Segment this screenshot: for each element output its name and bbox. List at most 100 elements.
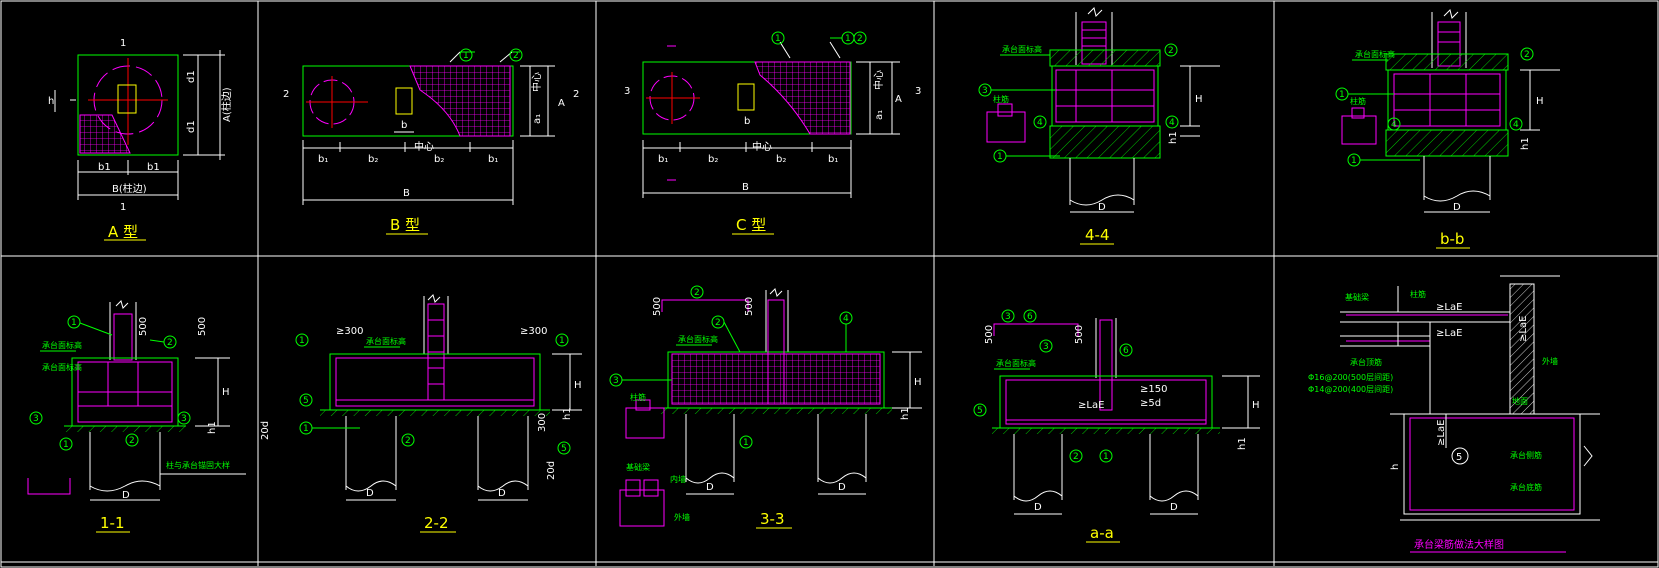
a-a-eq: A(柱边) [220, 87, 233, 122]
c-a1: a₁ [874, 110, 885, 120]
s22-c5b: 5 [561, 444, 567, 454]
det-5: 5 [1456, 452, 1462, 463]
s11-500a: 500 [138, 317, 149, 336]
s11-h1: h1 [207, 421, 218, 434]
b-center: 中心 [414, 140, 434, 153]
saa-c6b: 6 [1123, 346, 1129, 356]
det-floor: 地面 [1512, 396, 1528, 406]
b-b1-r: b₁ [488, 154, 498, 165]
saa-D-l: D [1034, 502, 1042, 513]
s44-D: D [1098, 202, 1106, 213]
s33-H: H [914, 377, 922, 388]
s22-H: H [574, 380, 582, 391]
title-b-b: b-b [1440, 230, 1464, 248]
s33-c3: 3 [613, 376, 619, 386]
s44-c3: 3 [982, 86, 988, 96]
a-h: h [48, 96, 54, 107]
a-d1-bot: d1 [186, 120, 197, 133]
det-lae-2: ≥LaE [1436, 328, 1462, 339]
saa-500b: 500 [1074, 325, 1085, 344]
s44-c4b: 4 [1169, 118, 1175, 128]
sbb-colbar: 柱筋 [1350, 96, 1366, 106]
s11-topbar: 承台面标高 [42, 340, 82, 350]
s44-H: H [1195, 94, 1203, 105]
panel-sec-2-2: D D H h1 承台面标高 ≥300 ≥300 1 1 5 1 2 5 20d… [260, 294, 582, 533]
s11-chain: 柱与承台锚固大样 [166, 460, 230, 470]
b-b2-r: b₂ [434, 154, 444, 165]
a-b-eq: B(柱边) [112, 182, 147, 195]
s22-20dr: 20d [546, 461, 557, 480]
s33-inner: 内墙 [670, 474, 686, 484]
s33-500b: 500 [744, 297, 755, 316]
b-b2-l: b₂ [368, 154, 378, 165]
saa-c3a: 3 [1005, 312, 1011, 322]
s33-500a: 500 [652, 297, 663, 316]
c-c1: 1 [775, 34, 781, 44]
s33-h1: h1 [900, 407, 911, 420]
s33-beambar: 基础梁 [626, 462, 650, 472]
b-b1-l: b₁ [318, 154, 328, 165]
title-3-3: 3-3 [760, 510, 785, 528]
sbb-h1: h1 [1520, 137, 1531, 150]
s44-c1: 1 [997, 152, 1003, 162]
det-side: 承台侧筋 [1510, 450, 1542, 460]
det-note1: Φ16@200(500层间距) [1308, 373, 1393, 382]
b-a1: a₁ [532, 114, 543, 124]
s33-colbar: 柱筋 [630, 392, 646, 402]
sbb-H: H [1536, 96, 1544, 107]
det-bot: 承台底筋 [1510, 482, 1542, 492]
a-sec-top: 1 [120, 38, 126, 49]
c-b2-r: b₂ [776, 154, 786, 165]
title-2-2: 2-2 [424, 514, 449, 532]
s22-c1b: 1 [559, 336, 565, 346]
s44-colbar: 柱筋 [993, 94, 1009, 104]
panel-sec-3-3: D D H h1 承台面标高 2 2 4 3 1 500 500 柱筋 基础梁 … [609, 285, 922, 529]
panel-detail: 5 ≥LaE ≥LaE ≥LaE ≥LaE h 柱筋 基础梁 承台顶筋 Φ16@… [1308, 275, 1600, 553]
panel-sec-b-b: D H h1 承台面标高 2 1 4 4 1 柱筋 b-b [1335, 9, 1560, 249]
title-1-1: 1-1 [100, 514, 125, 532]
title-b-type: B 型 [390, 216, 420, 234]
s22-20d: 20d [260, 421, 271, 440]
s44-h1: h1 [1168, 131, 1179, 144]
title-a-a: a-a [1090, 524, 1114, 542]
c-c1b: 1 [845, 34, 851, 44]
a-b1-left: b1 [98, 162, 111, 173]
s22-300l: ≥300 [336, 326, 363, 337]
s11-D: D [122, 490, 130, 501]
title-c-type: C 型 [736, 216, 766, 234]
s33-wall: 外墙 [674, 512, 690, 522]
det-note2: Φ14@200(400层间距) [1308, 385, 1393, 394]
panel-a-type: 1 1 h b1 b1 B(柱边) d1 d1 A(柱边) A 型 [48, 38, 233, 241]
title-detail: 承台梁筋做法大样图 [1414, 538, 1504, 551]
c-b1-r: b₁ [828, 154, 838, 165]
s22-300v: 300 [537, 413, 548, 432]
c-B: B [742, 182, 749, 193]
sbb-c1b: 1 [1351, 156, 1357, 166]
b-b: b [401, 120, 407, 131]
sbb-c4b: 4 [1513, 120, 1519, 130]
s11-c2b: 2 [129, 436, 135, 446]
c-sec-r: 3 [915, 86, 921, 97]
a-sec-bot: 1 [120, 202, 126, 213]
s11-c2a: 2 [167, 338, 173, 348]
s33-D-r: D [838, 482, 846, 493]
c-b2-l: b₂ [708, 154, 718, 165]
saa-topbar: 承台面标高 [996, 358, 1036, 368]
s11-topbar2: 承台面标高 [42, 362, 82, 372]
saa-D-r: D [1170, 502, 1178, 513]
s11-c1a: 1 [71, 318, 77, 328]
saa-H: H [1252, 400, 1260, 411]
saa-c6a: 6 [1027, 312, 1033, 322]
b-c2: 2 [513, 51, 519, 61]
det-lae-v: ≥LaE [1436, 420, 1447, 446]
s33-c1: 1 [743, 438, 749, 448]
det-lae-1: ≥LaE [1436, 302, 1462, 313]
sbb-c4a: 4 [1391, 120, 1397, 130]
s11-H: H [222, 387, 230, 398]
s22-h1: h1 [562, 407, 573, 420]
s11-c1b: 1 [63, 440, 69, 450]
c-b1-l: b₁ [658, 154, 668, 165]
saa-150: ≥150 [1140, 384, 1167, 395]
